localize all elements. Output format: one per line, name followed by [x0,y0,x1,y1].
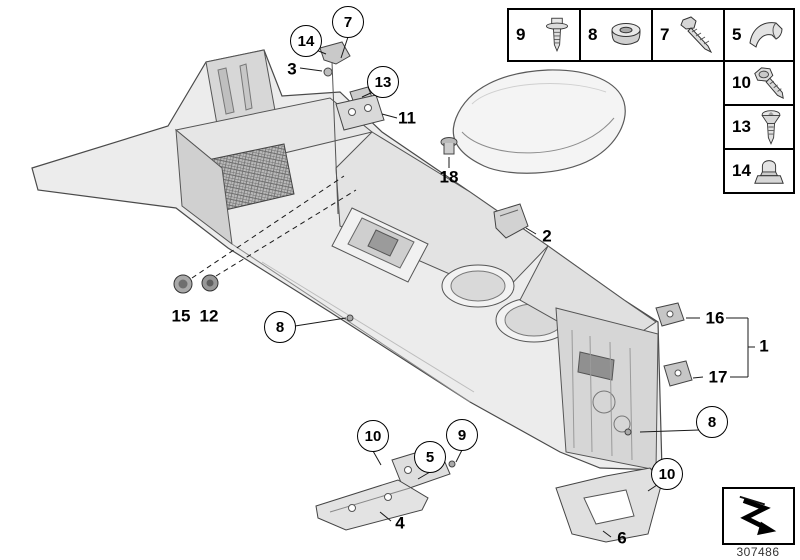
callout-8-right[interactable]: 8 [696,406,728,438]
callout-18[interactable]: 18 [439,167,459,187]
callout-2[interactable]: 2 [542,226,552,246]
cross-reference-box[interactable] [722,487,795,545]
legend-label: 7 [660,25,670,44]
callout-7[interactable]: 7 [332,6,364,38]
callout-15[interactable]: 15 [171,306,191,326]
callout-14[interactable]: 14 [290,25,322,57]
small-parts-art [173,41,693,543]
legend-label: 8 [588,25,598,44]
countersunk-screw-icon [756,107,786,147]
callout-9[interactable]: 9 [446,419,478,451]
callout-5[interactable]: 5 [414,441,446,473]
callout-17[interactable]: 17 [708,367,728,387]
legend-cell-10[interactable]: 10 [723,60,795,106]
cap-clip-icon [746,17,786,53]
callout-3[interactable]: 3 [287,59,297,79]
console-body-art [31,49,663,471]
callout-12[interactable]: 12 [199,306,219,326]
legend-label: 10 [732,73,751,92]
hex-flange-bolt-icon [751,64,787,102]
hex-washer-screw-icon [678,15,716,55]
drawing-number: 307486 [736,545,780,559]
callout-1[interactable]: 1 [759,336,769,356]
legend-cell-7[interactable]: 7 [651,8,725,62]
callout-8-left[interactable]: 8 [264,311,296,343]
legend-label: 13 [732,117,751,136]
callout-10-bottom[interactable]: 10 [357,420,389,452]
plastic-cap-nut-icon [752,154,786,188]
continuation-arrow-icon [731,491,787,542]
legend-cell-13[interactable]: 13 [723,104,795,150]
legend-cell-14[interactable]: 14 [723,148,795,194]
callout-13[interactable]: 13 [367,66,399,98]
legend-label: 5 [732,25,742,44]
callout-6[interactable]: 6 [617,528,627,548]
legend-label: 14 [732,161,751,180]
legend-label: 9 [516,25,526,44]
leader-lines [191,36,755,538]
armrest-lid-art [452,69,626,174]
legend-cell-9[interactable]: 9 [507,8,581,62]
flange-screw-icon [542,14,572,56]
callout-4[interactable]: 4 [395,513,405,533]
callout-11[interactable]: 11 [398,108,416,128]
callout-10-right[interactable]: 10 [651,458,683,490]
legend-cell-5[interactable]: 5 [723,8,795,62]
legend-cell-8[interactable]: 8 [579,8,653,62]
flange-nut-icon [608,17,644,53]
callout-16[interactable]: 16 [705,308,725,328]
